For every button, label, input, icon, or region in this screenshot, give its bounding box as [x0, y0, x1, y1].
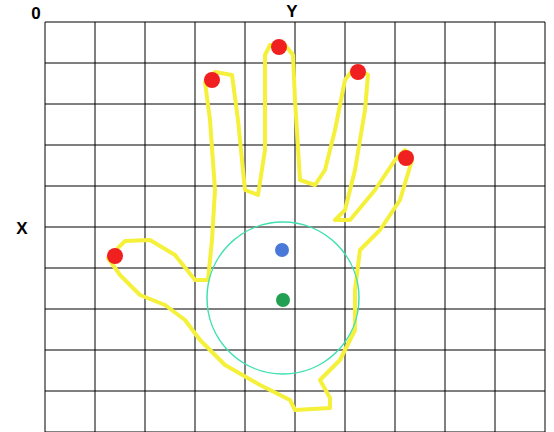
- grid-line: [45, 309, 545, 310]
- fingertip-dot: [107, 248, 123, 264]
- fingertip-dot: [398, 150, 414, 166]
- center-dot: [275, 243, 289, 257]
- axis-label: X: [16, 220, 27, 237]
- axis-label: Y: [286, 3, 297, 20]
- grid-line: [45, 350, 545, 351]
- origin-label: 0: [31, 5, 40, 22]
- grid-line: [45, 22, 545, 23]
- grid-line: [45, 145, 545, 146]
- grid-line: [45, 391, 545, 392]
- fingertip-dot: [204, 72, 220, 88]
- grid-line: [45, 227, 545, 228]
- grid-line: [45, 268, 545, 269]
- grid: [45, 22, 545, 432]
- fingertip-dot: [350, 64, 366, 80]
- grid-line: [45, 186, 545, 187]
- centroid-dot: [276, 293, 290, 307]
- hand-outline: [108, 45, 412, 410]
- palm-circle: [207, 222, 359, 374]
- fingertip-dot: [271, 39, 287, 55]
